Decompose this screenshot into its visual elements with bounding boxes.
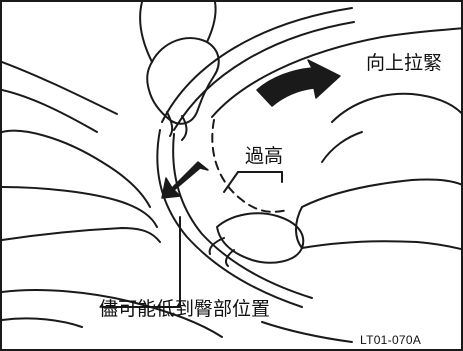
right-sleeve-cuff <box>295 206 303 249</box>
upper-hand <box>146 37 220 125</box>
seat-cushion-2 <box>2 317 83 328</box>
lower-hand-finger <box>208 237 225 255</box>
seat-back-outline <box>2 61 118 115</box>
figure-code: LT01-070A <box>360 333 422 347</box>
right-sleeve-2 <box>301 240 461 251</box>
body-right <box>331 92 461 123</box>
too-high-leader-diag <box>223 171 239 193</box>
upper-arm-2 <box>206 2 217 43</box>
lap-outline <box>2 227 161 243</box>
seat-back-outline-2 <box>2 89 98 133</box>
right-sleeve <box>301 178 461 208</box>
lower-hand-finger-2 <box>225 249 235 267</box>
shoulder-belt-right <box>172 133 313 299</box>
door-frame-outer <box>161 7 353 123</box>
seat-cushion <box>2 289 223 338</box>
pull-up-arrow <box>256 59 341 107</box>
pull-up-label: 向上拉緊 <box>366 52 443 74</box>
body-right-2 <box>321 131 363 163</box>
upper-arm <box>139 2 153 63</box>
buckle-line <box>261 321 353 343</box>
lower-belt-arrow <box>161 161 209 199</box>
upper-hand-finger-2 <box>181 115 188 141</box>
shoulder-outline <box>2 129 151 208</box>
too-high-label: 過高 <box>245 145 284 167</box>
torso-outline <box>2 186 158 228</box>
door-frame-line <box>211 27 461 118</box>
shoulder-belt-left <box>156 129 303 308</box>
lower-hand <box>216 212 305 264</box>
incorrect-belt-path <box>211 119 288 213</box>
door-frame-inner <box>173 21 355 131</box>
upper-hand-finger <box>166 111 174 137</box>
hip-position-label: 儘可能低到臀部位置 <box>99 298 271 320</box>
